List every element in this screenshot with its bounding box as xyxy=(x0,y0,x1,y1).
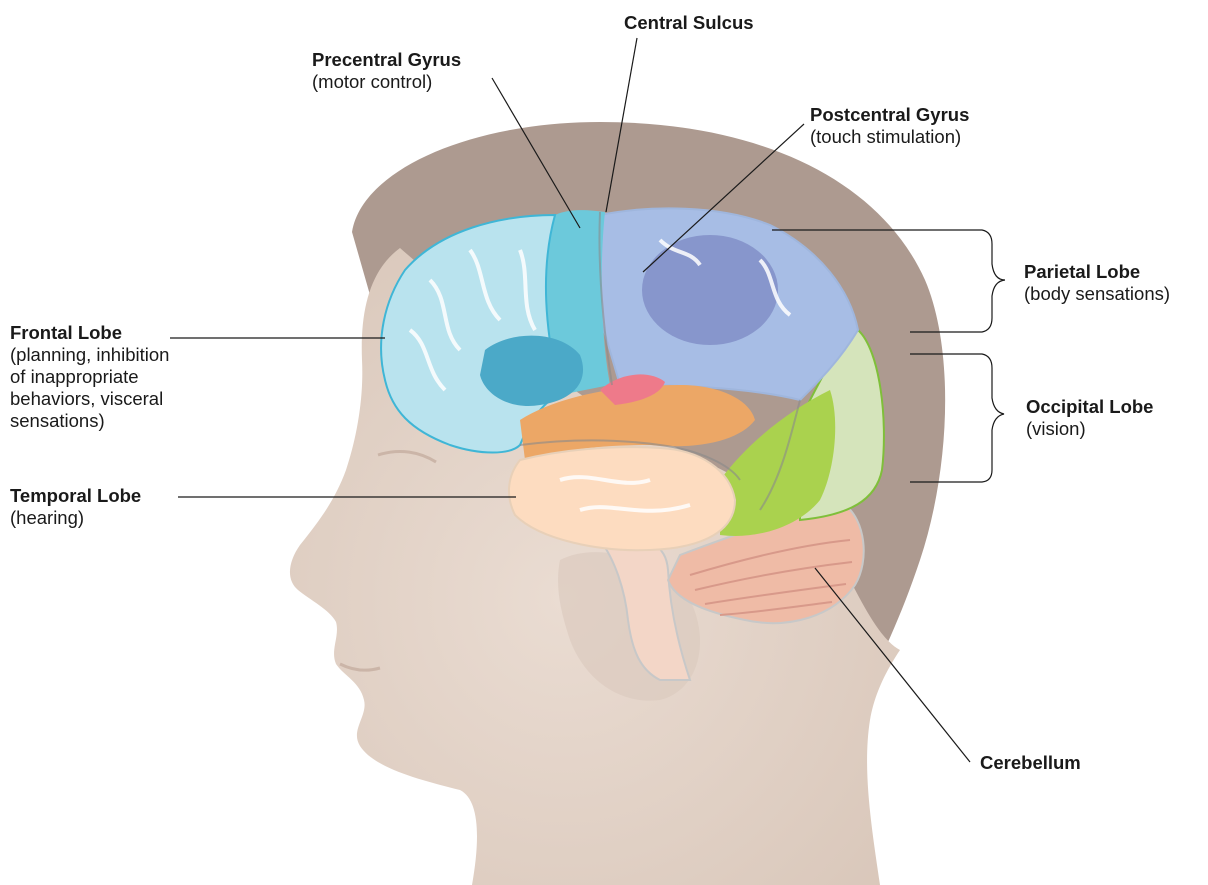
occipital-lobe-desc: (vision) xyxy=(1026,418,1153,440)
postcentral-gyrus-label: Postcentral Gyrus (touch stimulation) xyxy=(810,104,969,148)
frontal-lobe-desc-line-3: behaviors, visceral xyxy=(10,388,169,410)
frontal-lobe-label: Frontal Lobe (planning, inhibition of in… xyxy=(10,322,169,432)
parietal-lobe-desc: (body sensations) xyxy=(1024,283,1170,305)
precentral-gyrus-title: Precentral Gyrus xyxy=(312,49,461,71)
cerebellum-label: Cerebellum xyxy=(980,752,1081,774)
temporal-lobe-label: Temporal Lobe (hearing) xyxy=(10,485,141,529)
occipital-lobe-title: Occipital Lobe xyxy=(1026,396,1153,418)
central-sulcus-title: Central Sulcus xyxy=(624,12,754,34)
temporal-lobe-desc: (hearing) xyxy=(10,507,141,529)
frontal-deep-region xyxy=(480,336,583,406)
temporal-lobe-title: Temporal Lobe xyxy=(10,485,141,507)
occipital-lobe-label: Occipital Lobe (vision) xyxy=(1026,396,1153,440)
postcentral-gyrus-title: Postcentral Gyrus xyxy=(810,104,969,126)
postcentral-gyrus-desc: (touch stimulation) xyxy=(810,126,969,148)
frontal-lobe-desc-line-1: (planning, inhibition xyxy=(10,344,169,366)
central-sulcus-label: Central Sulcus xyxy=(624,12,754,34)
precentral-gyrus-desc: (motor control) xyxy=(312,71,461,93)
frontal-lobe-desc-line-2: of inappropriate xyxy=(10,366,169,388)
frontal-lobe-desc-line-4: sensations) xyxy=(10,410,169,432)
frontal-lobe-title: Frontal Lobe xyxy=(10,322,169,344)
precentral-gyrus-label: Precentral Gyrus (motor control) xyxy=(312,49,461,93)
postcentral-deep-region xyxy=(642,235,778,345)
parietal-lobe-title: Parietal Lobe xyxy=(1024,261,1170,283)
cerebellum-title: Cerebellum xyxy=(980,752,1081,774)
parietal-lobe-label: Parietal Lobe (body sensations) xyxy=(1024,261,1170,305)
